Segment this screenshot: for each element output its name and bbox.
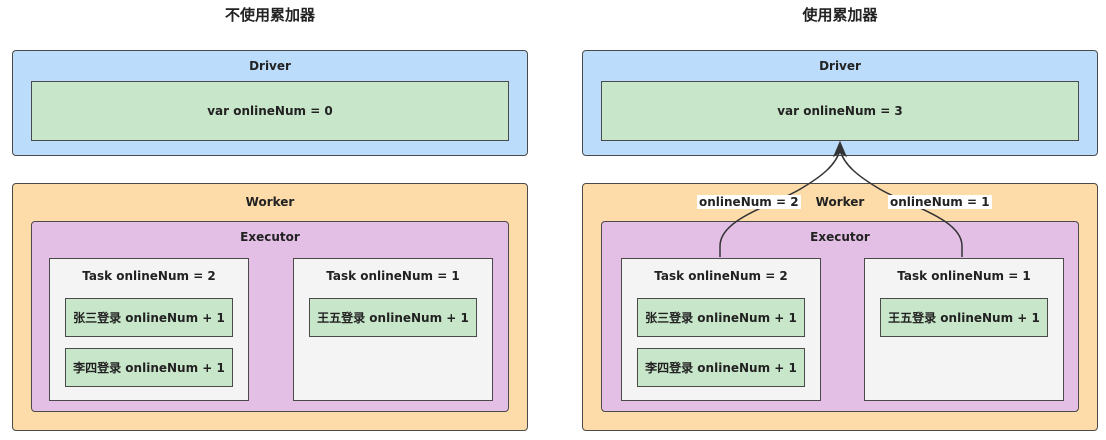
right-driver-box: Driver var onlineNum = 3 [582,50,1098,156]
right-worker-label: Worker [815,195,865,209]
right-task-1-item-2: 李四登录 onlineNum + 1 [637,348,805,387]
right-task-2-label: Task onlineNum = 1 [897,269,1031,283]
left-driver-label: Driver [249,59,291,73]
right-task-1-item-1: 张三登录 onlineNum + 1 [637,298,805,337]
left-driver-box: Driver var onlineNum = 0 [12,50,528,156]
right-task-1: Task onlineNum = 2 张三登录 onlineNum + 1 李四… [621,258,821,401]
right-title: 使用累加器 [802,6,878,24]
right-driver-var: var onlineNum = 3 [601,81,1079,141]
left-task-2-item-1: 王五登录 onlineNum + 1 [309,298,477,337]
edge-arrowhead [832,140,848,158]
right-worker-box: Worker Executor Task onlineNum = 2 张三登录 … [582,183,1098,431]
left-driver-var: var onlineNum = 0 [31,81,509,141]
left-task-1-item-1: 张三登录 onlineNum + 1 [65,298,233,337]
left-worker-box: Worker Executor Task onlineNum = 2 张三登录 … [12,183,528,431]
left-executor-label: Executor [240,230,300,244]
left-task-1-label: Task onlineNum = 2 [82,269,216,283]
right-driver-label: Driver [819,59,861,73]
left-title: 不使用累加器 [224,6,315,24]
left-task-2-label: Task onlineNum = 1 [326,269,460,283]
left-executor-box: Executor Task onlineNum = 2 张三登录 onlineN… [31,221,509,412]
right-task-1-label: Task onlineNum = 2 [654,269,788,283]
edge-task1-to-driver [719,149,841,257]
right-executor-label: Executor [810,230,870,244]
edge-left-label: onlineNum = 2 [697,195,801,209]
edge-right-label: onlineNum = 1 [888,195,992,209]
right-task-2: Task onlineNum = 1 王五登录 onlineNum + 1 [864,258,1064,401]
right-task-2-item-1: 王五登录 onlineNum + 1 [880,298,1048,337]
edge-task2-to-driver [839,149,963,257]
right-executor-box: Executor Task onlineNum = 2 张三登录 onlineN… [601,221,1079,412]
left-task-1: Task onlineNum = 2 张三登录 onlineNum + 1 李四… [49,258,249,401]
left-task-2: Task onlineNum = 1 王五登录 onlineNum + 1 [293,258,493,401]
left-worker-label: Worker [245,195,295,209]
left-task-1-item-2: 李四登录 onlineNum + 1 [65,348,233,387]
